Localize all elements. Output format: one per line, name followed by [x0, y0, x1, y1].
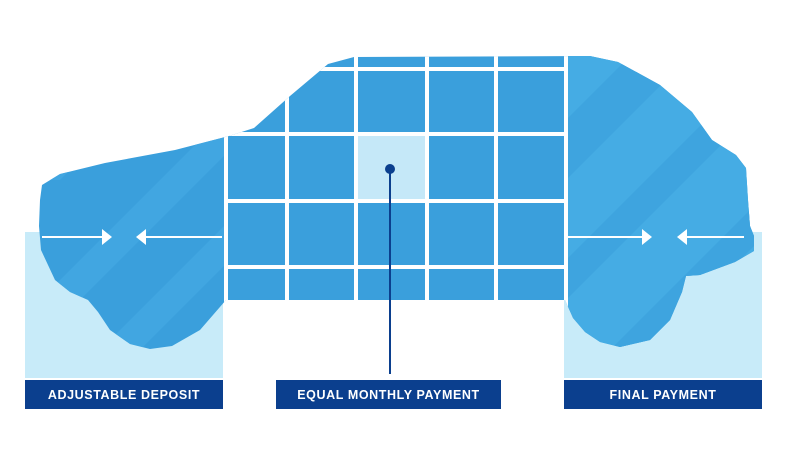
final-payment-label: FINAL PAYMENT [609, 387, 717, 402]
deposit-label-bg [25, 380, 223, 409]
monthly-pointer [385, 164, 395, 374]
equal-monthly-payment-label: EQUAL MONTHLY PAYMENT [297, 387, 480, 402]
monthly-label-bg [276, 380, 501, 409]
final-arrows [568, 229, 744, 245]
deposit-arrows [42, 229, 222, 245]
final-label-bg [564, 380, 762, 409]
adjustable-deposit-label: ADJUSTABLE DEPOSIT [47, 387, 201, 402]
